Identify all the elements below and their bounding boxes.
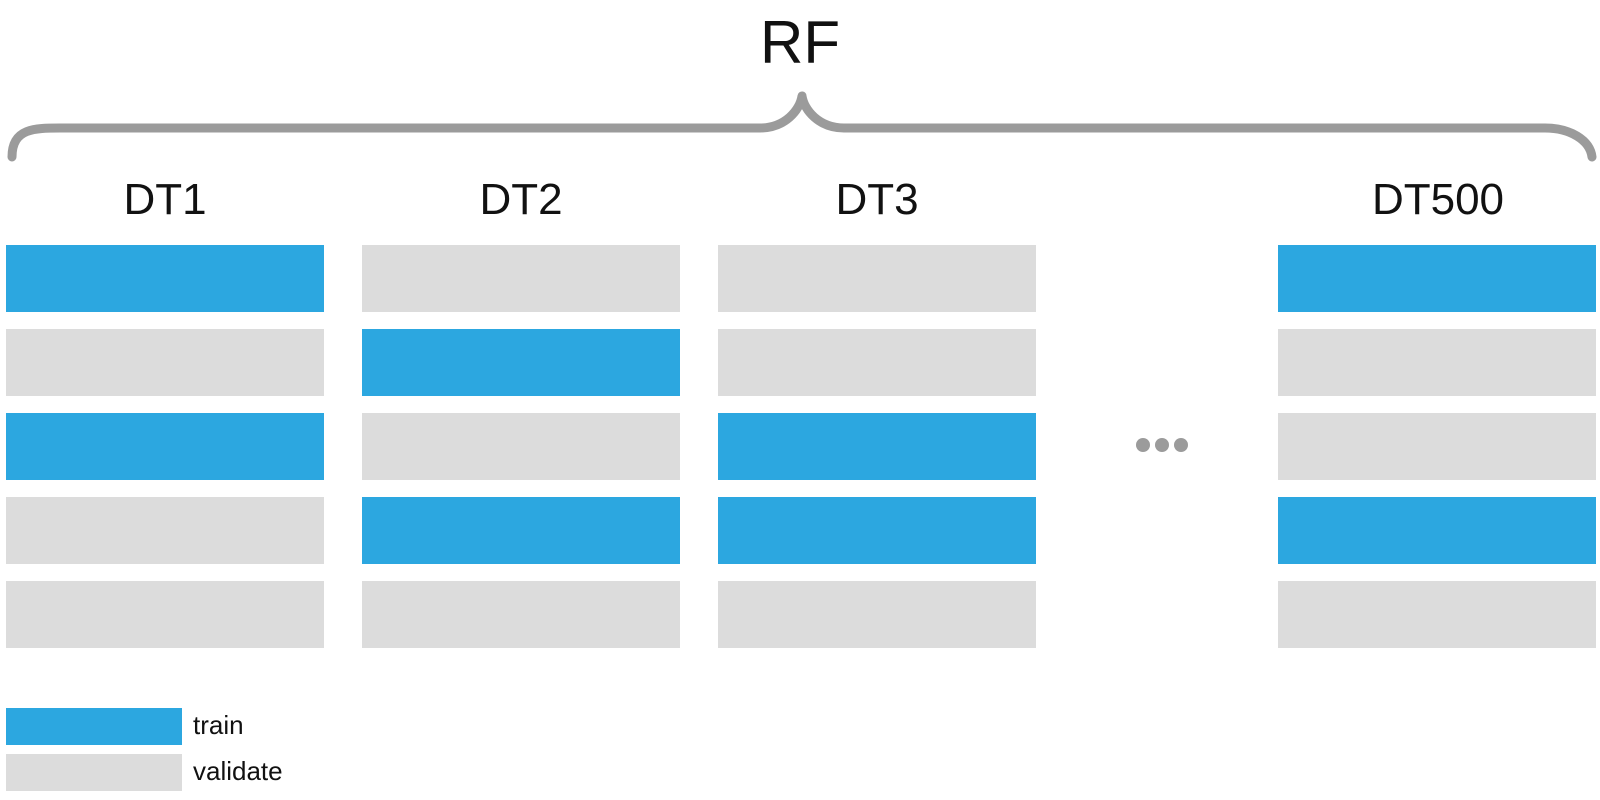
fold-grid <box>6 245 1596 648</box>
dt3-fold-1-validate <box>718 245 1036 312</box>
dt500-fold-4-train <box>1278 497 1596 564</box>
dt500-fold-3-validate <box>1278 413 1596 480</box>
dt2-fold-5-validate <box>362 581 680 648</box>
legend-swatch-validate <box>6 754 182 791</box>
dt2-fold-3-validate <box>362 413 680 480</box>
tree-label-dt500: DT500 <box>1372 175 1504 224</box>
dt500-fold-2-validate <box>1278 329 1596 396</box>
dt1-fold-4-validate <box>6 497 324 564</box>
legend-swatch-train <box>6 708 182 745</box>
dt3-fold-2-validate <box>718 329 1036 396</box>
tree-label-dt3: DT3 <box>835 175 918 224</box>
legend-label-validate: validate <box>193 756 283 786</box>
dt2-fold-2-train <box>362 329 680 396</box>
dt2-fold-4-train <box>362 497 680 564</box>
tree-label-dt2: DT2 <box>479 175 562 224</box>
tree-label-dt1: DT1 <box>123 175 206 224</box>
dt1-fold-1-train <box>6 245 324 312</box>
dt1-fold-3-train <box>6 413 324 480</box>
rf-title: RF <box>760 9 840 76</box>
dt2-fold-1-validate <box>362 245 680 312</box>
dt3-fold-4-train <box>718 497 1036 564</box>
dt500-fold-5-validate <box>1278 581 1596 648</box>
ellipsis-icon <box>1136 438 1188 452</box>
dt3-fold-5-validate <box>718 581 1036 648</box>
dt1-fold-5-validate <box>6 581 324 648</box>
dt500-fold-1-train <box>1278 245 1596 312</box>
legend-label-train: train <box>193 710 244 740</box>
dt1-fold-2-validate <box>6 329 324 396</box>
dt3-fold-3-train <box>718 413 1036 480</box>
curly-brace <box>7 91 1597 162</box>
